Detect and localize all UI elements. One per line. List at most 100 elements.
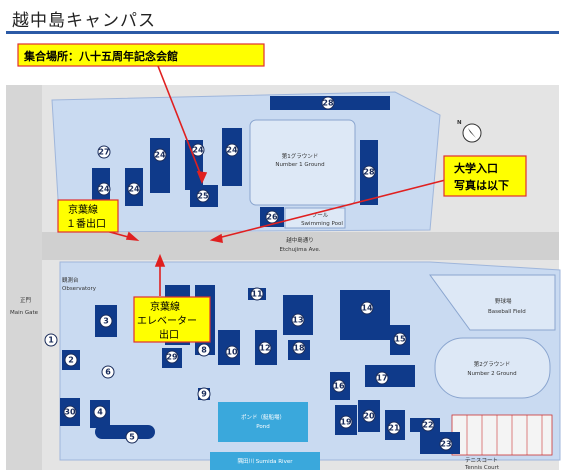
- street-en-label: Etchujima Ave.: [280, 247, 321, 253]
- observatory-jp-label: 観測台: [62, 276, 79, 284]
- svg-text:13: 13: [292, 316, 303, 325]
- svg-text:28: 28: [322, 99, 334, 108]
- title-underline: [6, 31, 559, 34]
- svg-text:9: 9: [201, 390, 207, 399]
- building-marker-2: 2: [64, 353, 78, 367]
- svg-text:11: 11: [251, 290, 263, 299]
- svg-text:24: 24: [154, 151, 166, 160]
- etchujima-avenue: [6, 232, 559, 260]
- svg-text:22: 22: [422, 421, 433, 430]
- svg-text:3: 3: [103, 317, 109, 326]
- gate-jp-label: 正門: [20, 297, 32, 304]
- building-marker-29: 29: [165, 350, 179, 364]
- swimming-pool: [284, 207, 346, 229]
- street-jp-label: 越中島通り: [286, 236, 314, 244]
- building-marker-14: 14: [360, 301, 374, 315]
- svg-text:26: 26: [266, 213, 278, 222]
- svg-text:24: 24: [128, 185, 140, 194]
- pool-jp-label: プール: [312, 212, 329, 219]
- svg-text:12: 12: [259, 344, 270, 353]
- building-marker-4: 4: [93, 405, 107, 419]
- svg-text:16: 16: [333, 382, 345, 391]
- assembly-callout-text: 集合場所：八十五周年記念会館: [23, 49, 178, 63]
- building-marker-30: 30: [63, 405, 77, 419]
- svg-text:2: 2: [68, 356, 74, 365]
- keiyo-elevator-callout: 京葉線 エレベーター 出口: [133, 296, 211, 343]
- building-marker-22: 22: [421, 418, 435, 432]
- building-marker-18: 18: [292, 341, 306, 355]
- building-marker-28a: 28: [321, 96, 335, 110]
- svg-text:28: 28: [363, 168, 375, 177]
- keiyo-elev-line1: 京葉線: [150, 300, 180, 313]
- baseball-jp-label: 野球場: [495, 297, 512, 305]
- svg-text:8: 8: [201, 346, 207, 355]
- building-marker-25: 25: [196, 189, 210, 203]
- keiyo-exit1-line2: １番出口: [66, 217, 106, 230]
- ground-2-track: [434, 337, 551, 399]
- svg-text:10: 10: [226, 348, 238, 357]
- building-marker-24d: 24: [127, 182, 141, 196]
- ground1-en-label: Number 1 Ground: [275, 162, 324, 168]
- building-marker-24c: 24: [225, 143, 239, 157]
- svg-text:5: 5: [129, 433, 135, 442]
- tennis-courts: [451, 414, 553, 456]
- svg-text:25: 25: [197, 192, 209, 201]
- svg-text:20: 20: [363, 412, 375, 421]
- svg-text:24: 24: [98, 185, 110, 194]
- building-marker-28b: 28: [362, 165, 376, 179]
- building-marker-24b: 24: [191, 143, 205, 157]
- tennis-en-label: Tennis Court: [464, 465, 500, 471]
- assembly-callout: 集合場所：八十五周年記念会館: [17, 43, 265, 67]
- svg-text:18: 18: [293, 344, 305, 353]
- entrance-callout-line2: 写真は以下: [454, 178, 509, 192]
- building-marker-15: 15: [393, 332, 407, 346]
- building-marker-27: 27: [97, 145, 111, 159]
- ground1-jp-label: 第1グラウンド: [282, 152, 319, 160]
- sumida-river: [210, 452, 320, 470]
- tennis-jp-label: テニスコート: [465, 457, 498, 464]
- entrance-callout-line1: 大学入口: [454, 161, 498, 175]
- callout-arrows: [94, 65, 466, 296]
- building-marker-26: 26: [265, 210, 279, 224]
- building-marker-6: 6: [101, 365, 115, 379]
- keiyo-elev-line3: 出口: [159, 328, 179, 341]
- svg-text:14: 14: [361, 304, 373, 313]
- pond-jp-label: ポンド（艇船場）: [241, 413, 285, 421]
- building-marker-24a: 24: [153, 148, 167, 162]
- building-marker-3: 3: [99, 314, 113, 328]
- baseball-en-label: Baseball Field: [488, 309, 526, 315]
- pond-en-label: Pond: [256, 424, 269, 430]
- pond: [218, 402, 308, 442]
- building-marker-24e: 24: [97, 182, 111, 196]
- building-marker-20: 20: [362, 409, 376, 423]
- gate-en-label: Main Gate: [10, 310, 39, 316]
- svg-text:N: N: [457, 120, 462, 126]
- svg-text:17: 17: [376, 374, 387, 383]
- building-marker-5: 5: [125, 430, 139, 444]
- svg-text:1: 1: [48, 336, 54, 345]
- svg-text:19: 19: [340, 418, 352, 427]
- svg-text:24: 24: [192, 146, 204, 155]
- building-marker-21: 21: [387, 421, 401, 435]
- river-label: 隅田川 Sumida River: [238, 457, 294, 465]
- building-marker-1: 1: [44, 333, 58, 347]
- building-marker-11: 11: [250, 287, 264, 301]
- keiyo-exit1-line1: 京葉線: [68, 203, 98, 216]
- building-marker-23: 23: [439, 437, 453, 451]
- keiyo-elev-line2: エレベーター: [137, 315, 197, 327]
- svg-text:15: 15: [394, 335, 406, 344]
- compass-icon: N: [457, 120, 482, 143]
- building-marker-16: 16: [332, 379, 346, 393]
- building-number-markers: 1 2 3 4 5 6 7 8 9 10 11 12 13 14 15 16 1…: [44, 96, 453, 451]
- building-marker-19: 19: [339, 415, 353, 429]
- building-marker-17: 17: [375, 371, 389, 385]
- svg-text:6: 6: [105, 368, 111, 377]
- svg-text:27: 27: [98, 148, 109, 157]
- observatory-en-label: Observatory: [62, 286, 97, 292]
- building-marker-8: 8: [197, 343, 211, 357]
- svg-text:24: 24: [226, 146, 238, 155]
- svg-text:23: 23: [440, 440, 451, 449]
- page-title: 越中島キャンパス: [12, 11, 156, 31]
- svg-text:4: 4: [97, 408, 103, 417]
